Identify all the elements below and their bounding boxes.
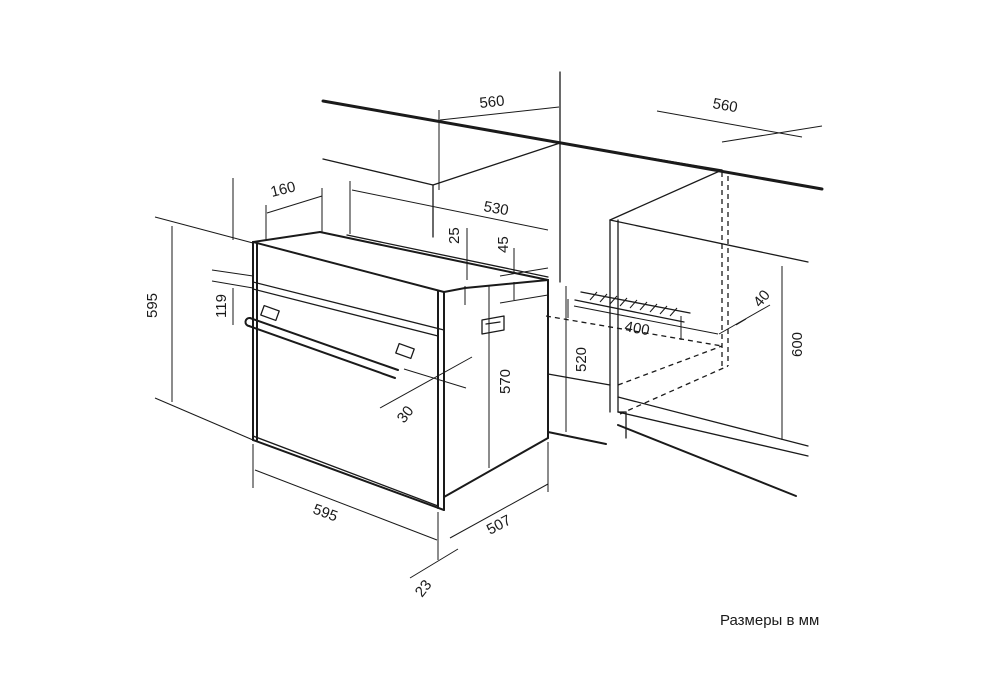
dim-oven-height: 595	[144, 293, 161, 318]
dimension-lines	[154, 106, 823, 579]
dim-niche-width-top: 560	[479, 92, 506, 112]
dim-front-thickness: 23	[412, 577, 436, 601]
dim-side-height: 570	[497, 369, 514, 394]
dim-cabinet-height: 600	[789, 332, 806, 357]
dim-top-gap: 25	[446, 227, 463, 244]
dim-niche-height: 520	[573, 347, 590, 372]
dim-handle-offset: 30	[394, 403, 418, 427]
door-handle	[244, 304, 415, 379]
dim-panel-height: 119	[213, 294, 230, 318]
dim-vent-depth: 40	[750, 287, 774, 311]
cabinet-outline	[321, 71, 824, 497]
dimension-labels: 560 560 160 530 25 45 595 119 570 520 60…	[144, 92, 806, 600]
dim-oven-width: 595	[311, 501, 340, 526]
units-caption: Размеры в мм	[720, 612, 820, 629]
dim-cabinet-width: 560	[711, 95, 739, 116]
dim-top-depth: 530	[482, 198, 510, 219]
dim-oven-depth: 507	[484, 512, 514, 539]
dim-vent-width: 400	[623, 318, 651, 339]
dim-side-gap: 45	[495, 236, 512, 253]
dim-panel-depth: 160	[269, 178, 297, 201]
vent-opening	[574, 291, 691, 323]
